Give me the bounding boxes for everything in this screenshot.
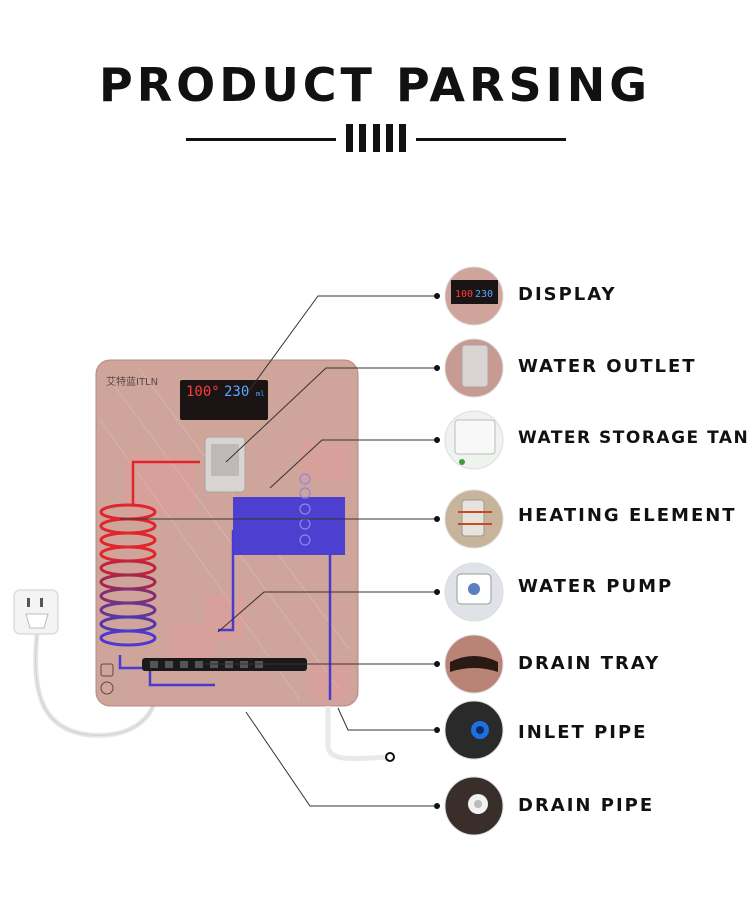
label-water-pump: WATER PUMP bbox=[518, 576, 674, 597]
brand-label: 艾特蓝ITLN bbox=[106, 377, 159, 388]
leader-pump bbox=[217, 591, 440, 633]
label-water-storage-tank: WATER STORAGE TANK bbox=[518, 428, 750, 448]
drain-tray-thumb-icon bbox=[444, 634, 504, 694]
leader-outlet bbox=[225, 367, 440, 463]
svg-text:230: 230 bbox=[475, 289, 493, 300]
inlet-pipe-thumb-icon bbox=[444, 700, 504, 760]
water-storage-tank bbox=[233, 497, 345, 555]
title-bars bbox=[346, 124, 406, 152]
label-water-outlet: WATER OUTLET bbox=[518, 356, 697, 377]
water-outlet-thumb-icon bbox=[444, 338, 504, 398]
leader-drain-pipe bbox=[245, 711, 440, 807]
water-outlet-part bbox=[204, 436, 246, 493]
label-heating-element: HEATING ELEMENT bbox=[518, 505, 737, 526]
wall-plug-icon bbox=[13, 589, 59, 635]
display-thumb-icon: 100 230 bbox=[444, 266, 504, 326]
inlet-pipe-part bbox=[325, 706, 389, 762]
display-temp: 100° bbox=[186, 384, 220, 400]
leader-tank bbox=[269, 439, 440, 489]
drain-pipe-thumb-icon bbox=[444, 776, 504, 836]
svg-text:100: 100 bbox=[455, 289, 473, 300]
pump-thumb-icon bbox=[444, 562, 504, 622]
device-panel bbox=[96, 360, 358, 706]
page-title: PRODUCT PARSING bbox=[99, 58, 651, 112]
label-inlet-pipe: INLET PIPE bbox=[518, 722, 648, 743]
label-drain-tray: DRAIN TRAY bbox=[518, 653, 661, 674]
display-screen bbox=[180, 380, 268, 420]
display-volume: 230 bbox=[224, 384, 250, 400]
leader-display bbox=[247, 295, 440, 393]
title-rule-left bbox=[186, 138, 336, 141]
display-unit: ml bbox=[256, 390, 265, 398]
heating-coil bbox=[99, 503, 157, 647]
leader-inlet bbox=[337, 707, 440, 731]
heating-thumb-icon bbox=[444, 489, 504, 549]
label-display: DISPLAY bbox=[518, 284, 617, 305]
title-rule-right bbox=[416, 138, 566, 141]
label-drain-pipe: DRAIN PIPE bbox=[518, 795, 655, 816]
tank-thumb-icon bbox=[444, 410, 504, 470]
